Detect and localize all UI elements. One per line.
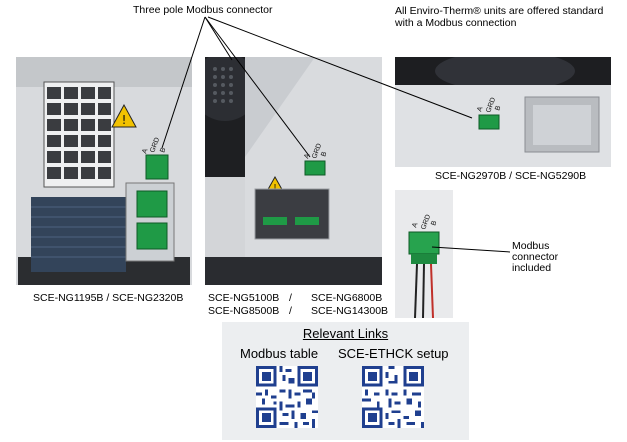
svg-text:B: B [430,220,438,227]
link-modbus-table-label[interactable]: Modbus table [240,346,319,361]
standard-note-line1: All Enviro-Therm® units are offered stan… [395,5,604,17]
unit-caption-left: SCE-NG1195B / SCE-NG2320B [33,292,184,304]
svg-text:GRD: GRD [485,97,497,114]
callout-line-right [207,16,473,119]
photo-unit-left: ! A GRD B [16,57,192,285]
standard-note-line2: with a Modbus connection [395,17,517,29]
callout-line-middle [204,16,311,158]
connector-illustration: A GRD B [395,190,453,318]
enclosure-left-illustration: ! A GRD B [16,57,192,285]
qr-ethck-setup[interactable] [362,366,424,428]
svg-text:GRD: GRD [311,143,323,160]
connector-note-2: connector [512,251,559,263]
connector-note-1: Modbus [512,240,550,252]
unit-caption-middle-1sep: / [289,292,292,304]
unit-caption-middle-2sep: / [289,305,292,317]
unit-caption-right: SCE-NG2970B / SCE-NG5290B [435,170,587,182]
svg-text:A: A [303,153,311,160]
svg-text:A: A [411,222,419,229]
svg-text:B: B [159,147,167,154]
connector-callout: Three pole Modbus connector [133,4,273,16]
svg-text:B: B [494,105,502,112]
svg-text:B: B [320,151,328,158]
callout-line-left [161,16,206,149]
connector-note-3: included [512,262,552,274]
photo-connector: A GRD B [395,190,453,318]
unit-caption-middle-2b: SCE-NG14300B [311,305,389,317]
photo-unit-right: A GRD B [395,57,611,167]
svg-text:!: ! [122,113,127,127]
callout-line-connector [431,246,511,253]
unit-caption-middle-1a: SCE-NG5100B [208,292,280,304]
callout-line-middle2 [204,16,233,61]
enclosure-middle-illustration: A GRD B ! [205,57,382,285]
svg-text:A: A [476,106,484,113]
links-heading: Relevant Links [302,326,389,341]
unit-caption-middle-1b: SCE-NG6800B [311,292,383,304]
link-ethck-setup-label[interactable]: SCE-ETHCK setup [338,346,449,361]
qr-code-icon [362,366,424,428]
photo-unit-middle: A GRD B ! [205,57,382,285]
unit-caption-middle-2a: SCE-NG8500B [208,305,280,317]
svg-text:GRD: GRD [420,214,432,231]
svg-text:GRD: GRD [149,137,161,154]
qr-code-icon [256,366,318,428]
svg-text:A: A [141,148,149,155]
qr-modbus-table[interactable] [256,366,318,428]
relevant-links-panel: Relevant Links Modbus table SCE-ETHCK se… [222,322,469,440]
enclosure-right-illustration: A GRD B [395,57,611,167]
